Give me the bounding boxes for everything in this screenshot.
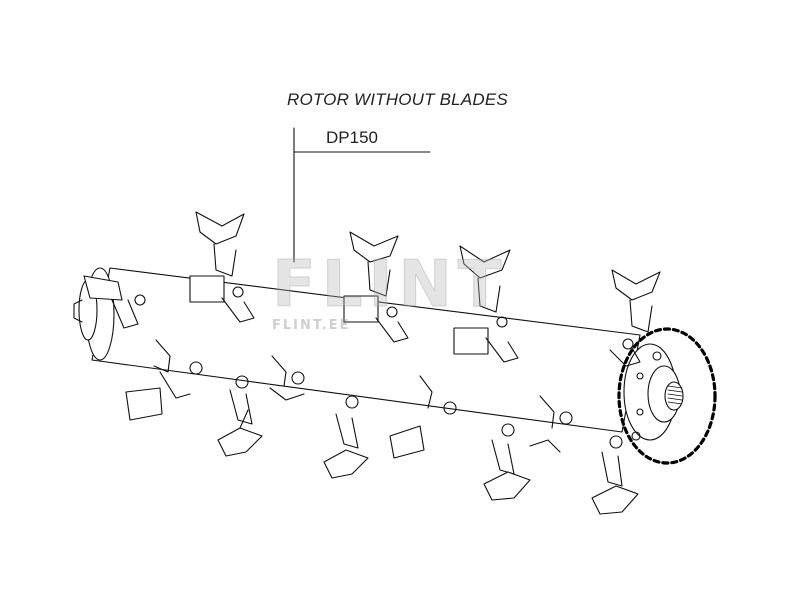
blade-holder [591, 435, 639, 515]
watermark-url: FLINT.EE [272, 318, 351, 333]
blade-holder [217, 375, 263, 457]
blade-holder [453, 245, 519, 363]
blade-holder [483, 423, 531, 501]
drive-flange [623, 343, 684, 441]
watermark-brand: FLINT [272, 248, 508, 323]
blade-holder [343, 231, 409, 343]
blade-holder [323, 395, 369, 479]
model-label: DP150 [326, 128, 378, 147]
blade-holder [529, 395, 573, 453]
blade-holder [269, 355, 305, 401]
blade-holder [125, 339, 203, 421]
leader-line [293, 127, 431, 263]
blade-holder [609, 269, 661, 367]
highlight-circle [617, 327, 717, 465]
diagram-heading: ROTOR WITHOUT BLADES [287, 90, 508, 109]
blade-holder [83, 275, 146, 329]
blade-holder [389, 375, 457, 459]
blade-holder [189, 211, 255, 323]
